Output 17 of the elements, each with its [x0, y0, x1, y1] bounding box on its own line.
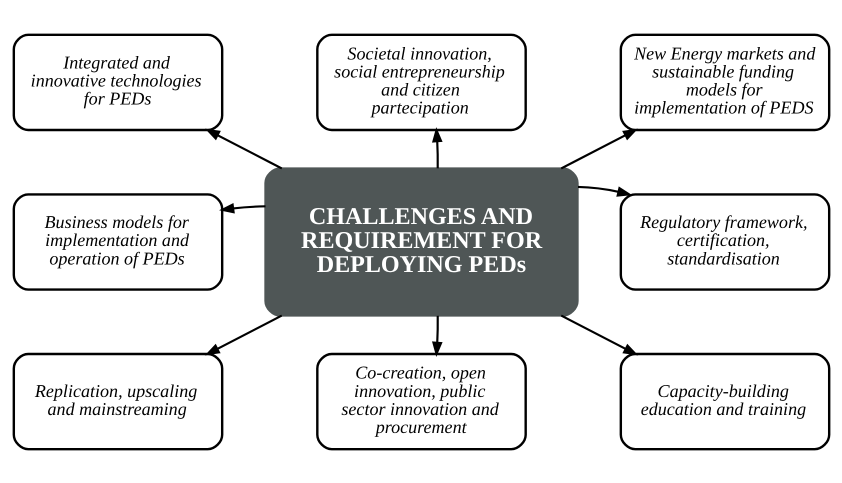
node-box: CHALLENGES AND REQUIREMENT FOR DEPLOYING PEDs: [264, 166, 578, 316]
arrow: [560, 128, 638, 169]
node-box: Integrated and innovative technologies for PEDs: [12, 33, 223, 131]
node-box: Co-creation, open innovation, public sector innovation and procurement: [316, 352, 526, 450]
node-box: Regulatory framework, certification, standardisation: [619, 192, 830, 290]
arrow: [432, 126, 442, 168]
arrow: [432, 315, 442, 356]
node-box: Replication, upscaling and mainstreaming: [12, 352, 223, 450]
arrow: [204, 128, 282, 169]
arrow: [560, 314, 638, 355]
arrow: [218, 202, 266, 214]
arrow: [577, 185, 632, 196]
node-box: New Energy markets and sustainable funding models for implementation of PEDS: [619, 33, 830, 131]
node-box: Capacity-building education and training: [619, 352, 830, 450]
node-box: Business models for implementation and operation of PEDs: [12, 192, 223, 290]
arrow: [204, 314, 282, 355]
node-box: Societal innovation, social entrepreneurship and citizen partecipation: [316, 33, 526, 131]
